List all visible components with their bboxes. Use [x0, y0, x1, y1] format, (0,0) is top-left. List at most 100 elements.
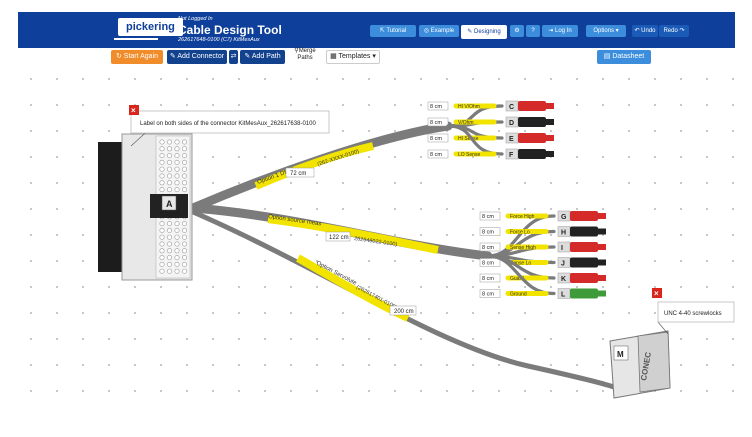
plug-letter: G [561, 214, 567, 221]
pin-hole [159, 139, 165, 145]
wire-length-box[interactable] [427, 149, 449, 159]
note-close-button[interactable] [129, 105, 139, 115]
pin-hole [182, 221, 188, 227]
redo-button[interactable]: Redo ↷ [659, 25, 689, 37]
pencil-icon: ✎ [244, 53, 252, 60]
branch1-length-box[interactable] [285, 167, 315, 178]
branch3-cable[interactable] [190, 209, 621, 391]
pin-hole [174, 261, 180, 267]
options-dropdown[interactable]: Options ▾ [586, 25, 626, 37]
plug-black[interactable] [570, 257, 598, 268]
m-note-pointer [657, 321, 669, 335]
templates-dropdown[interactable]: ▦ Templates ▾ [326, 50, 380, 64]
close-icon: × [654, 289, 659, 298]
plug-black[interactable] [518, 149, 546, 159]
login-button[interactable]: ⇥ Log In [542, 25, 578, 37]
plug-letter: D [509, 120, 514, 127]
pickering-logo[interactable]: pickering [118, 18, 183, 36]
tutorial-button[interactable]: ⇱ Tutorial [370, 25, 416, 37]
pin-hole [182, 248, 188, 254]
m-note-text: UNC 4-40 screwlocks [664, 311, 722, 317]
wire-label: HI V/Ohm [458, 104, 480, 110]
note-box [130, 110, 330, 134]
wire-length-box[interactable] [479, 258, 501, 267]
plug-green[interactable] [570, 288, 598, 299]
wire-length-box[interactable] [479, 289, 501, 298]
gear-button[interactable]: ⚙ [510, 25, 524, 37]
connector-a-tag[interactable] [161, 195, 177, 211]
wire-length: 8 cm [430, 136, 442, 142]
wire-length: 8 cm [430, 104, 442, 110]
wire-length-box[interactable] [479, 211, 501, 221]
branch3-length-box[interactable] [389, 305, 417, 316]
m-note-close-button[interactable] [652, 288, 662, 298]
pin-hole [167, 261, 173, 267]
pin-hole [167, 159, 173, 165]
add-path-button[interactable]: ✎ Add Path [240, 50, 285, 64]
plug-red[interactable] [518, 101, 546, 111]
plug-red[interactable] [570, 242, 598, 252]
pin-hole [174, 139, 180, 145]
plug-tip [598, 244, 606, 250]
plug-letter: K [561, 276, 566, 283]
swap-icon: ⇄ [230, 53, 237, 60]
pin-hole [182, 234, 188, 240]
pin-hole [167, 146, 173, 152]
designing-button[interactable]: ✎ Designing [461, 25, 507, 39]
plug-tag[interactable] [557, 241, 571, 253]
branch2-length-box[interactable] [325, 231, 351, 242]
plug-black[interactable] [518, 117, 546, 127]
undo-button[interactable]: ↶ Undo [632, 25, 658, 37]
pin-hole [167, 241, 173, 247]
connector-m-tag[interactable] [613, 345, 629, 361]
merge-paths-button[interactable]: ⚲Merge Paths [294, 48, 316, 61]
connector-a-note[interactable]: Label on both sides of the connector Kit… [129, 105, 330, 147]
datasheet-button[interactable]: ▤ Datasheet [597, 50, 651, 64]
help-icon: ? [531, 28, 535, 34]
connector-m[interactable]: M CONEC [609, 330, 671, 399]
pin-hole [174, 227, 180, 233]
pin-hole [159, 166, 165, 172]
plug-red[interactable] [570, 273, 598, 283]
wire-length-box[interactable] [479, 273, 501, 283]
plug-tip [598, 213, 606, 219]
add-connector-button[interactable]: ✎ Add Connector [167, 50, 227, 64]
merge-icon: ⚲ [294, 48, 299, 54]
pin-hole [174, 255, 180, 261]
swap-button[interactable]: ⇄ [229, 50, 238, 64]
plug-black[interactable] [570, 226, 598, 237]
wire-length: 8 cm [482, 276, 494, 282]
help-button[interactable]: ? [526, 25, 540, 37]
start-again-button[interactable]: ↻ Start Again [111, 50, 163, 64]
wire-length-box[interactable] [479, 242, 501, 252]
connector-m-note[interactable]: UNC 4-40 screwlocks × [652, 288, 735, 335]
wire-length: 8 cm [482, 245, 494, 251]
templates-icon: ▦ [330, 53, 339, 60]
example-button[interactable]: ◎ Example [419, 25, 459, 37]
pin-hole [174, 180, 180, 186]
plug-red[interactable] [518, 133, 546, 143]
note-text: Label on both sides of the connector Kit… [140, 121, 316, 127]
pin-hole [182, 255, 188, 261]
branch1-length: 72 cm [290, 171, 306, 177]
plug-red[interactable] [570, 211, 598, 221]
wire-length-box[interactable] [427, 117, 449, 127]
pin-hole [159, 248, 165, 254]
wire-length: 8 cm [430, 152, 442, 158]
main-connector-a[interactable]: A [98, 133, 193, 281]
wire-length-box[interactable] [427, 101, 449, 111]
logo-underline [114, 38, 158, 40]
pin-hole [167, 234, 173, 240]
wire-length-box[interactable] [479, 227, 501, 236]
pin-hole [174, 268, 180, 274]
pin-hole [182, 187, 188, 193]
app-header: pickering Not Logged In Cable Design Too… [18, 12, 735, 48]
branch2-length: 122 cm [329, 235, 349, 241]
pin-hole [182, 146, 188, 152]
pin-hole [167, 166, 173, 172]
wire-label: HI Sense [458, 136, 479, 142]
wire-length-box[interactable] [427, 133, 449, 143]
pin-hole [174, 153, 180, 159]
